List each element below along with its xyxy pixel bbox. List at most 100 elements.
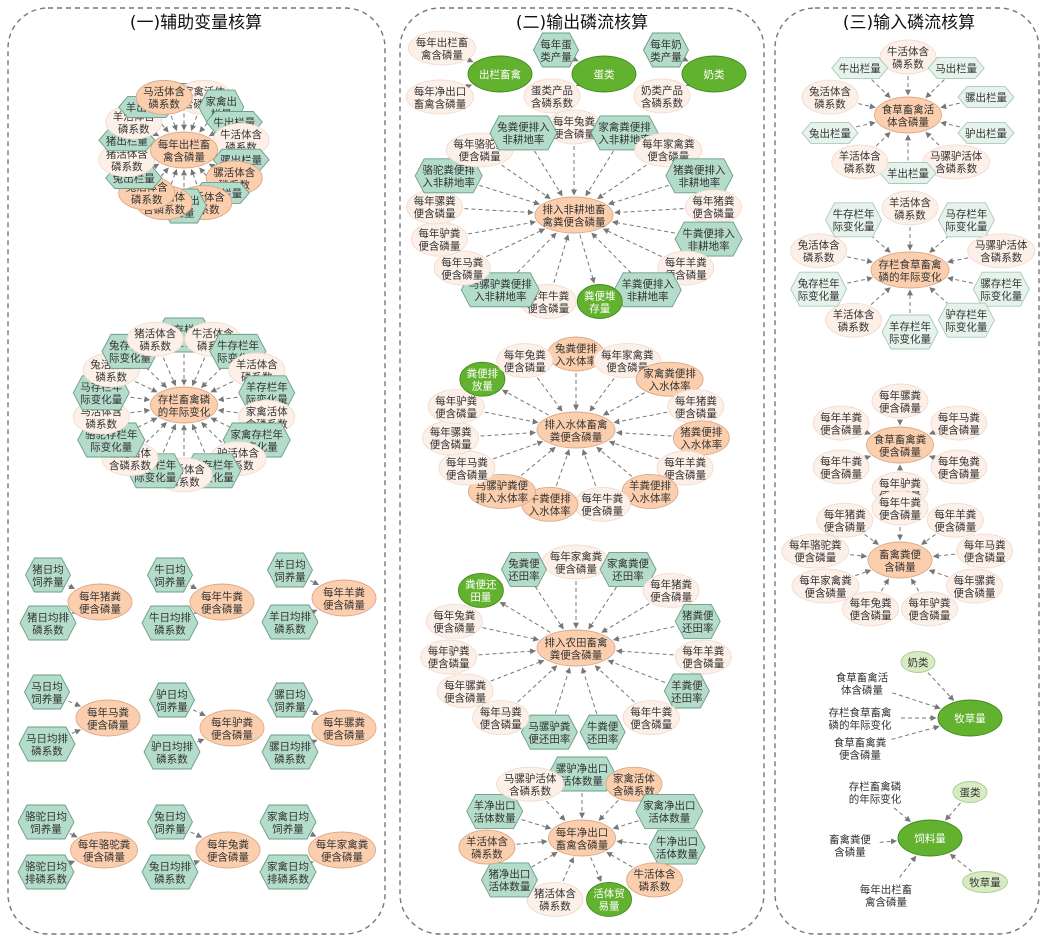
leaf-13-0-node: 每年奶类产量 [642, 32, 690, 68]
edge-22-1 [892, 692, 941, 710]
leaf-21-2-ellipse-shape [956, 533, 1014, 569]
leaf-6-0-hexagon-shape [148, 682, 196, 718]
edge-14-7 [591, 232, 632, 274]
leaf-21-3-ellipse-shape [946, 568, 1003, 604]
leaf-15-12-ellipse-shape [427, 389, 485, 424]
leaf-19-5-label: 羊存栏年际变化量 [889, 320, 931, 346]
leaf-1-17-ellipse-shape [126, 321, 184, 357]
leaf-21-4-label: 每年驴粪便含磷量 [908, 597, 950, 623]
edge-1-7 [201, 421, 223, 443]
leaf-7-0-hexagon-shape [266, 682, 314, 718]
leaf-19-0-label: 羊活体含磷系数 [889, 196, 931, 222]
edge-14-6 [602, 228, 662, 258]
leaf-15-9-label: 马骡驴粪便排入水体率 [476, 479, 529, 505]
leaf-18-0-label: 牛活体含磷系数 [887, 45, 929, 71]
center-12-node: 蛋类 [571, 55, 637, 93]
edge-15-12 [484, 411, 539, 425]
leaf-19-0-node: 羊活体含磷系数 [881, 190, 939, 226]
leaf-18-8-ellipse-shape [801, 79, 859, 115]
leaf-20-1-label: 每年马粪便含磷量 [938, 411, 980, 437]
leaf-14-4-node: 每年猪粪便含磷量 [684, 189, 742, 225]
panel-input-flows: (三)输入磷流核算 [774, 7, 1040, 935]
leaf-4-1-node: 羊日均排磷系数 [261, 604, 319, 640]
edge-17-3 [616, 838, 648, 845]
edge-3-0 [190, 583, 198, 590]
leaf-2-0-label: 猪日均饲养量 [32, 564, 64, 589]
edge-0-2 [199, 122, 208, 133]
center-23-ellipse-shape [897, 819, 963, 857]
leaf-14-4-label: 每年猪粪便含磷量 [692, 195, 734, 221]
leaf-4-0-node: 羊日均饲养量 [266, 552, 314, 588]
leaf-17-8-label: 羊活体含磷系数 [466, 835, 508, 861]
leaf-20-2-node: 每年兔粪便含磷量 [930, 449, 988, 485]
leaf-14-16-hexagon-shape [489, 115, 558, 151]
edge-21-3 [928, 569, 949, 578]
edge-10-0 [309, 831, 317, 837]
leaf-23-1-ellipse-shape [952, 781, 988, 803]
leaf-13-1-label: 奶类产品含磷系数 [641, 84, 683, 110]
panel-input-border [774, 7, 1040, 935]
leaf-16-8-hexagon-shape [520, 714, 578, 750]
leaf-16-5-label: 羊粪便还田率 [671, 679, 703, 705]
leaf-16-9-ellipse-shape [472, 700, 530, 736]
leaf-15-6-label: 羊粪便排入水体率 [629, 479, 671, 505]
leaf-16-10-node: 每年骡粪便含磷量 [436, 673, 494, 709]
edge-21-7 [850, 552, 868, 559]
leaf-19-5-node: 羊存栏年际变化量 [881, 314, 939, 350]
leaf-14-0-label: 每年兔粪便含磷量 [553, 115, 595, 141]
leaf-17-2-label: 家禽净出口活体数量 [643, 799, 696, 825]
edge-22-0 [927, 672, 955, 701]
edge-20-2 [929, 455, 936, 461]
leaf-14-14-node: 骆驼粪便排入非耕地率 [414, 158, 483, 194]
leaf-17-9-node: 羊净出口活体数量 [466, 793, 524, 829]
center-6-label: 每年驴粪便含磷量 [211, 716, 253, 742]
center-10-label: 每年家禽粪便含磷量 [316, 838, 369, 864]
leaf-15-8-label: 牛粪便排入水体率 [529, 492, 571, 518]
leaf-16-1-hexagon-shape [599, 551, 657, 587]
leaf-18-8-node: 兔活体含磷系数 [801, 79, 859, 115]
edge-1-4 [217, 396, 238, 403]
leaf-15-1-label: 每年家禽粪便含磷量 [601, 348, 654, 374]
edge-14-12 [468, 219, 537, 235]
leaf-15-9-node: 马骡驴粪便排入水体率 [467, 474, 536, 509]
leaf-16-12-ellipse-shape [425, 603, 483, 639]
leaf-16-0-node: 每年家禽粪便含磷量 [542, 544, 610, 580]
edge-1-8 [191, 423, 206, 453]
center-10-node: 每年家禽粪便含磷量 [308, 831, 376, 869]
leaf-6-1-label: 驴日均排磷系数 [151, 740, 193, 766]
leaf-9-1-label: 兔日均排磷系数 [149, 860, 191, 886]
leaf-18-3-hexagon-shape [957, 121, 1015, 144]
edge-0-6 [208, 163, 216, 170]
leaf-17-3-label: 牛净出口活体数量 [656, 835, 698, 861]
edge-16-12 [482, 627, 540, 642]
edge-13-0 [681, 55, 689, 62]
leaf-3-0-hexagon-shape [146, 557, 194, 593]
leaf-14-7-hexagon-shape [613, 272, 682, 308]
leaf-21-0-node: 每年牛粪便含磷量 [871, 490, 929, 526]
leaf-15-13-label: 粪便排放量 [467, 367, 499, 393]
leaf-1-3-node: 羊活体含磷系数 [228, 352, 286, 388]
leaf-17-1-ellipse-shape [605, 766, 663, 802]
edge-1-6 [210, 417, 231, 428]
leaf-20-1-node: 每年马粪便含磷量 [930, 405, 988, 441]
leaf-21-4-ellipse-shape [900, 591, 958, 627]
leaf-21-5-label: 每年兔粪便含磷量 [850, 597, 892, 623]
edge-20-4 [864, 455, 871, 461]
leaf-18-0-node: 牛活体含磷系数 [879, 39, 937, 75]
leaf-16-11-ellipse-shape [420, 639, 478, 675]
edge-16-8 [554, 667, 571, 714]
leaf-14-16-node: 兔粪便排入非耕地率 [489, 115, 558, 151]
center-13-node: 奶类 [681, 55, 747, 93]
leaf-18-6-label: 羊活体含磷系数 [839, 150, 881, 176]
leaf-18-4-label: 马骡驴活体含磷系数 [930, 150, 983, 176]
center-9-label: 每年兔粪便含磷量 [207, 838, 249, 864]
leaf-4-1-hexagon-shape [261, 604, 319, 640]
center-11-label: 出栏畜禽 [479, 68, 521, 81]
leaf-17-5-label: 活体贸易量 [593, 888, 625, 913]
leaf-20-0-label: 每年骡粪便含磷量 [879, 389, 921, 415]
edge-1-3 [210, 381, 234, 393]
center-3-node: 每年牛粪便含磷量 [189, 583, 255, 621]
edge-11-0 [466, 56, 474, 63]
center-15-label: 排入水体畜禽粪便含磷量 [545, 418, 608, 444]
leaf-20-5-ellipse-shape [812, 405, 870, 441]
